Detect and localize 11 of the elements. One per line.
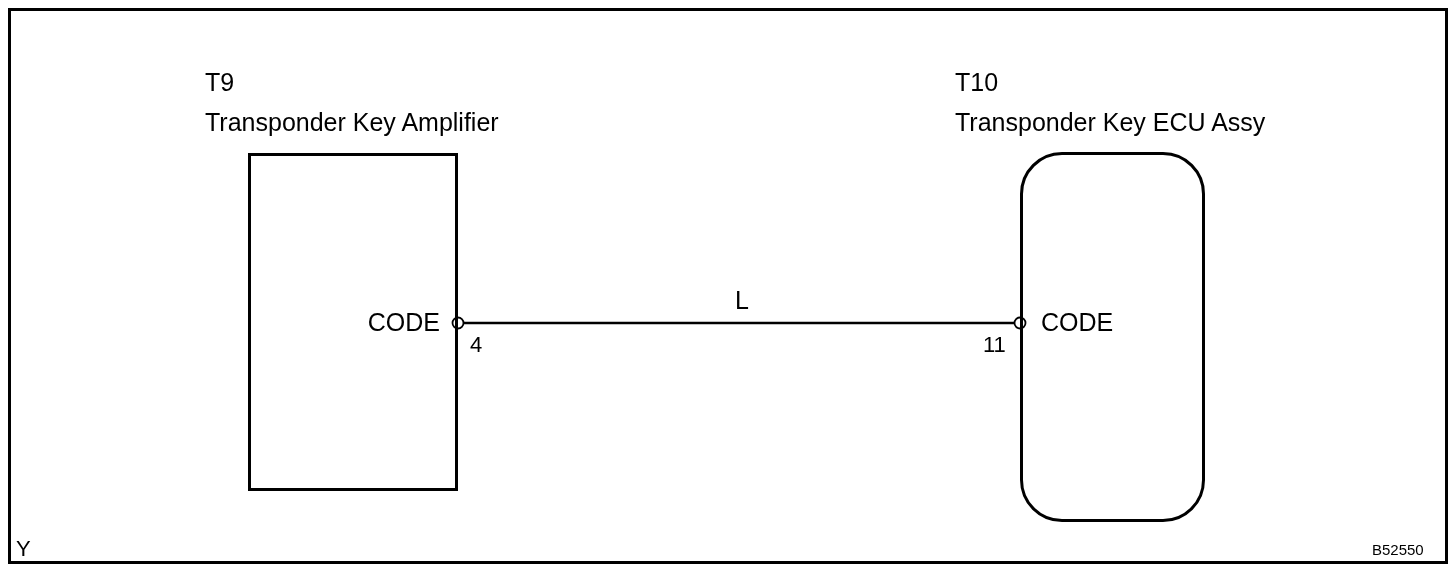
- component-name: Transponder Key ECU Assy: [955, 110, 1266, 135]
- note-text: Y: [16, 538, 31, 560]
- connector-code: T9: [205, 70, 235, 95]
- wire: [451, 316, 1027, 330]
- figure-number: B52550: [1372, 542, 1424, 557]
- terminal-name: CODE: [367, 310, 440, 335]
- pin-number: 4: [470, 334, 483, 356]
- terminal-name: CODE: [1041, 310, 1114, 335]
- pin-number: 11: [983, 334, 1006, 356]
- component-name: Transponder Key Amplifier: [205, 110, 499, 135]
- connector-code: T10: [955, 70, 999, 95]
